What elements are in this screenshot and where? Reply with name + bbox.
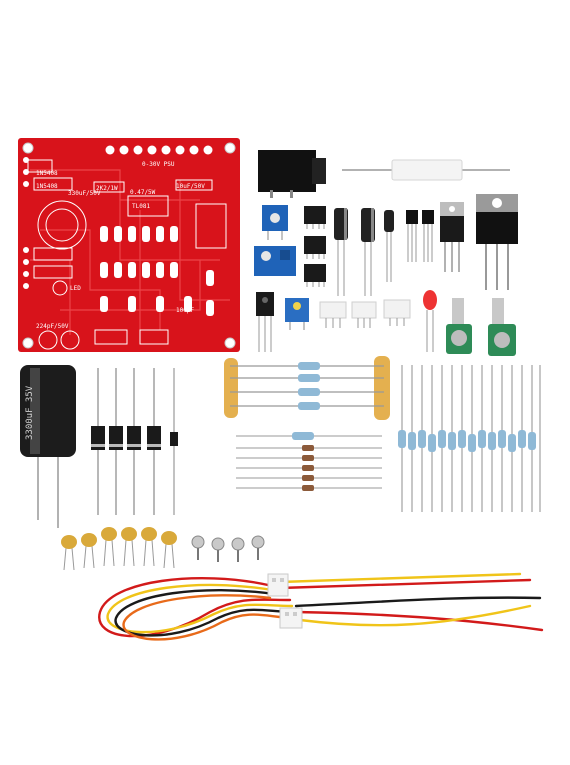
blue-trimmer-2 <box>254 246 296 276</box>
pcb-label-res-2: 2K2/1W <box>96 185 118 192</box>
red-pcb-board: 0-30V PSU 330uF/50V TL081 0.47/5W LED 22… <box>18 138 240 352</box>
rectifier-diode <box>147 368 161 515</box>
rectifier-diode <box>127 368 141 515</box>
screws <box>191 535 265 562</box>
white-connector-1 <box>319 301 347 328</box>
electrolytic-cap-small-2 <box>361 208 375 296</box>
pcb-label-cap-2: 10uF/50V <box>176 183 205 190</box>
taped-resistor-strip <box>224 356 390 420</box>
to92-transistor-1 <box>406 210 418 262</box>
wire-harness <box>98 572 544 641</box>
pcb-label-cap-3: 100pF <box>176 307 194 314</box>
pcb-label-ic: TL081 <box>132 203 150 210</box>
big-electrolytic-capacitor: 3300uF 35V <box>20 365 76 528</box>
blue-trimmer-3 <box>285 298 309 330</box>
potentiometer-2 <box>488 298 516 356</box>
small-diode <box>170 368 178 515</box>
ceramic-power-resistor <box>342 159 510 181</box>
ceramic-capacitors <box>61 527 177 571</box>
red-led <box>423 290 437 352</box>
to3p-power-transistor <box>476 194 518 290</box>
vertical-resistors <box>398 365 541 512</box>
pcb-label-diode-1: 1N5408 <box>36 170 58 177</box>
pcb-label-cap: 330uF/50V <box>68 190 101 197</box>
wire-connector-3pin <box>267 573 289 597</box>
black-heatsink-block <box>258 150 326 198</box>
rectifier-diode <box>109 368 123 515</box>
white-connector-2 <box>351 301 377 328</box>
potentiometer-1 <box>446 298 472 354</box>
loose-horizontal-components <box>236 432 382 491</box>
pcb-label-bottom: 224pF/50V <box>36 323 69 330</box>
electrolytic-cap-small-1 <box>334 208 348 296</box>
dip-ic-3 <box>304 264 326 287</box>
to92-transistor-2 <box>422 210 434 262</box>
dip-ic-2 <box>304 236 326 259</box>
to220-regulator <box>440 202 464 272</box>
rectifier-diode <box>91 368 105 515</box>
dip-ic-1 <box>304 206 326 229</box>
wire-connector-2pin <box>279 607 303 629</box>
blue-trimmer-1 <box>262 205 288 240</box>
pcb-label-led: LED <box>70 285 81 292</box>
big-capacitor-label: 3300uF 35V <box>25 385 35 440</box>
electrolytic-cap-small-3 <box>384 210 394 282</box>
to126-transistor <box>256 292 274 352</box>
white-connector-3 <box>383 299 411 326</box>
pcb-label-top: 0-30V PSU <box>142 161 175 168</box>
pcb-label-diode-2: 1N5408 <box>36 183 58 190</box>
rectifier-diodes <box>91 368 178 515</box>
pcb-label-res: 0.47/5W <box>130 189 156 196</box>
